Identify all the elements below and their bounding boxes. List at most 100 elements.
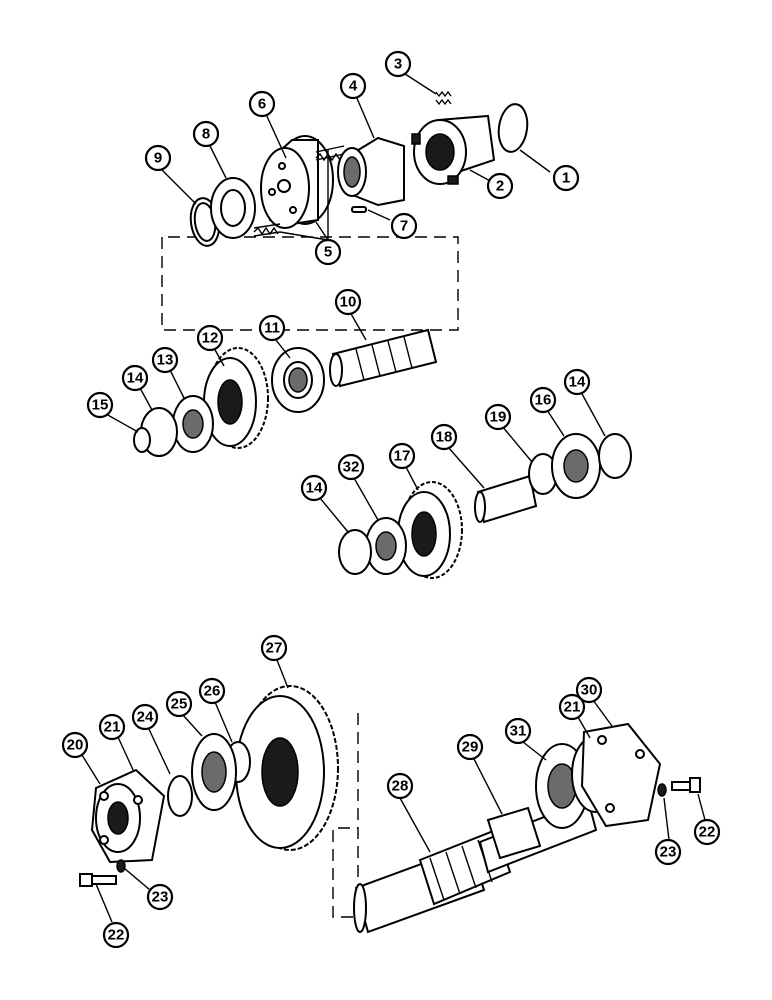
svg-text:19: 19 [490, 409, 507, 426]
callout-23-left: 23 [146, 883, 174, 911]
svg-text:21: 21 [564, 699, 581, 716]
gear-17 [397, 481, 463, 579]
svg-text:18: 18 [436, 429, 453, 446]
callout-3: 3 [384, 50, 412, 78]
svg-text:17: 17 [394, 448, 411, 465]
svg-text:7: 7 [400, 218, 408, 235]
callout-28: 28 [386, 772, 414, 800]
cover-plate-30 [580, 722, 662, 828]
sleeve-29 [486, 806, 542, 860]
callout-2: 2 [486, 172, 514, 200]
svg-text:9: 9 [154, 150, 162, 167]
callout-23-right: 23 [654, 838, 682, 866]
gear-12 [203, 347, 269, 449]
callout-19: 19 [484, 403, 512, 431]
bearing-11 [271, 347, 325, 413]
pin-7 [351, 206, 367, 213]
callout-27: 27 [260, 634, 288, 662]
callout-12: 12 [196, 324, 224, 352]
svg-text:16: 16 [535, 392, 552, 409]
svg-text:31: 31 [510, 723, 527, 740]
svg-text:25: 25 [171, 696, 188, 713]
splined-sleeve-4 [337, 136, 405, 207]
svg-text:5: 5 [324, 244, 332, 261]
bearing-13 [172, 395, 214, 453]
bearing-16 [551, 433, 601, 499]
svg-text:20: 20 [67, 737, 84, 754]
svg-text:23: 23 [660, 844, 677, 861]
svg-text:22: 22 [699, 824, 716, 841]
callout-14-lower: 14 [300, 474, 328, 502]
svg-text:6: 6 [258, 96, 266, 113]
clutch-hub-6 [260, 135, 334, 229]
bolt-22-left [79, 873, 117, 887]
callout-25: 25 [165, 690, 193, 718]
splined-shaft-10 [329, 328, 438, 388]
svg-text:26: 26 [204, 683, 221, 700]
svg-text:23: 23 [152, 889, 169, 906]
spring-3 [435, 90, 452, 106]
callout-21-right: 21 [558, 693, 586, 721]
group-bracket-bottom [332, 713, 359, 918]
svg-text:28: 28 [392, 778, 409, 795]
callout-21-left: 21 [98, 713, 126, 741]
svg-text:22: 22 [108, 927, 125, 944]
callout-22-right: 22 [693, 818, 721, 846]
bearing-25 [191, 733, 237, 811]
callout-13: 13 [151, 346, 179, 374]
callout-14-right: 14 [563, 368, 591, 396]
svg-text:14: 14 [127, 370, 144, 387]
callout-31: 31 [504, 717, 532, 745]
callout-1: 1 [552, 164, 580, 192]
svg-text:1: 1 [562, 170, 570, 187]
svg-text:30: 30 [581, 682, 598, 699]
callout-10: 10 [334, 288, 362, 316]
svg-text:8: 8 [202, 126, 210, 143]
svg-text:24: 24 [137, 709, 154, 726]
callout-8: 8 [192, 120, 220, 148]
svg-text:32: 32 [343, 459, 360, 476]
bearing-32 [365, 517, 407, 575]
callout-15: 15 [86, 391, 114, 419]
callout-16: 16 [529, 386, 557, 414]
svg-text:10: 10 [340, 294, 357, 311]
thrust-washer-8 [210, 177, 256, 239]
callout-18: 18 [430, 423, 458, 451]
callout-14-top: 14 [121, 364, 149, 392]
svg-text:15: 15 [92, 397, 109, 414]
gear-27 [235, 685, 339, 851]
callout-24: 24 [131, 703, 159, 731]
callout-17: 17 [388, 442, 416, 470]
svg-text:14: 14 [306, 480, 323, 497]
svg-text:3: 3 [394, 56, 402, 73]
svg-text:21: 21 [104, 719, 121, 736]
callout-6: 6 [248, 90, 276, 118]
svg-text:29: 29 [462, 739, 479, 756]
svg-text:11: 11 [264, 320, 280, 337]
leader-lines [81, 71, 706, 923]
callout-5: 5 [314, 238, 342, 266]
snap-ring-14-lower [338, 529, 372, 575]
spacer-24 [167, 775, 193, 817]
callout-11: 11 [258, 314, 286, 342]
callout-30: 30 [575, 676, 603, 704]
callout-20: 20 [61, 731, 89, 759]
svg-text:4: 4 [349, 78, 358, 95]
snap-ring-1 [497, 103, 529, 153]
svg-text:13: 13 [157, 352, 174, 369]
shaft-18 [474, 474, 538, 524]
snap-ring-15 [133, 427, 151, 453]
bolt-22-right [671, 777, 701, 793]
bearing-cap-20 [90, 768, 166, 864]
spring-5-lower [253, 223, 281, 237]
lock-washer-23-right [657, 783, 667, 797]
snap-ring-14-right [598, 433, 632, 479]
callout-32: 32 [337, 453, 365, 481]
svg-text:12: 12 [202, 330, 219, 347]
callout-4: 4 [339, 72, 367, 100]
svg-text:27: 27 [266, 640, 283, 657]
dog-coupling-2 [411, 114, 496, 185]
callout-29: 29 [456, 733, 484, 761]
group-bracket-top [161, 236, 459, 331]
